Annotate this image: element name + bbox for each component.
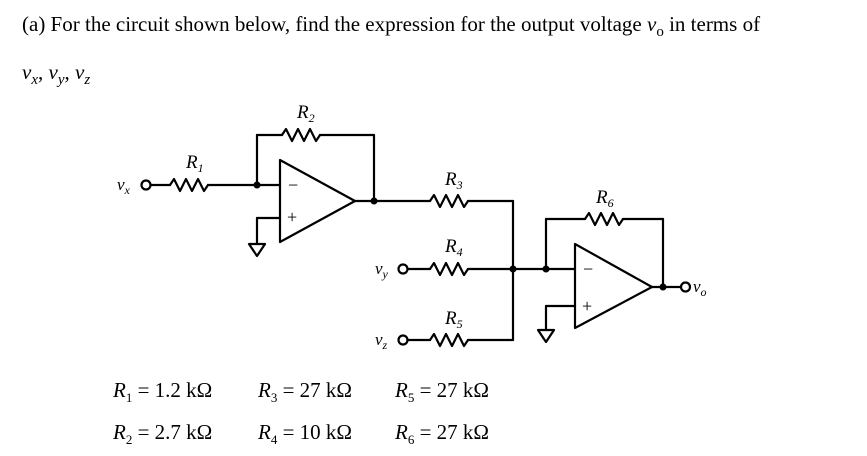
r4-label: R4 (444, 236, 463, 259)
vy-terminal (397, 263, 409, 275)
vy-label: vy (375, 259, 389, 281)
value-r3: R3 = 27 kΩ (258, 378, 353, 406)
junction-dot (542, 265, 550, 273)
var-vy: vy, (48, 60, 75, 89)
vz-label: vz (375, 330, 388, 352)
vo-label: vo (693, 277, 707, 299)
ground-2 (536, 328, 556, 344)
value-r1: R1 = 1.2 kΩ (113, 378, 213, 406)
r6-resistor (583, 211, 625, 227)
vx-label: vx (117, 175, 131, 197)
junction-dot (253, 181, 261, 189)
question-line-1: (a) For the circuit shown below, find th… (22, 12, 760, 41)
value-r2: R2 = 2.7 kΩ (113, 420, 213, 448)
junction-dot (659, 283, 667, 291)
ground-1 (247, 242, 267, 258)
vo-symbol: v (647, 12, 657, 36)
opamp2-minus-sign: − (583, 259, 593, 279)
value-r4: R4 = 10 kΩ (258, 420, 353, 448)
vz-terminal (397, 334, 409, 346)
r6-label: R6 (595, 187, 614, 210)
question-line-2: vx, vy, vz (22, 60, 90, 89)
opamp2-plus-sign: + (582, 296, 592, 316)
var-vz: vz (75, 60, 91, 89)
var-vx: vx, (22, 60, 49, 89)
r5-resistor (428, 332, 470, 348)
r2-resistor (280, 127, 322, 143)
opamp-1 (278, 158, 357, 244)
r4-resistor (428, 261, 470, 277)
r3-label: R3 (444, 169, 463, 192)
vo-terminal (679, 281, 692, 293)
opamp1-plus-sign: + (287, 207, 297, 227)
r3-resistor (428, 193, 470, 209)
opamp1-minus-sign: − (288, 175, 298, 195)
junction-dot (370, 197, 378, 205)
question-suffix: in terms of (663, 12, 761, 36)
r1-resistor (168, 177, 210, 193)
r5-label: R5 (444, 308, 463, 331)
vo-subscript: o (656, 24, 664, 41)
value-r5: R5 = 27 kΩ (395, 378, 490, 406)
question-prefix: (a) For the circuit shown below, find th… (22, 12, 647, 36)
vx-terminal (140, 179, 152, 191)
r2-label: R2 (296, 102, 315, 125)
junction-dot (509, 265, 517, 273)
r1-label: R1 (185, 152, 204, 175)
opamp-2 (573, 242, 654, 330)
value-r6: R6 = 27 kΩ (395, 420, 490, 448)
